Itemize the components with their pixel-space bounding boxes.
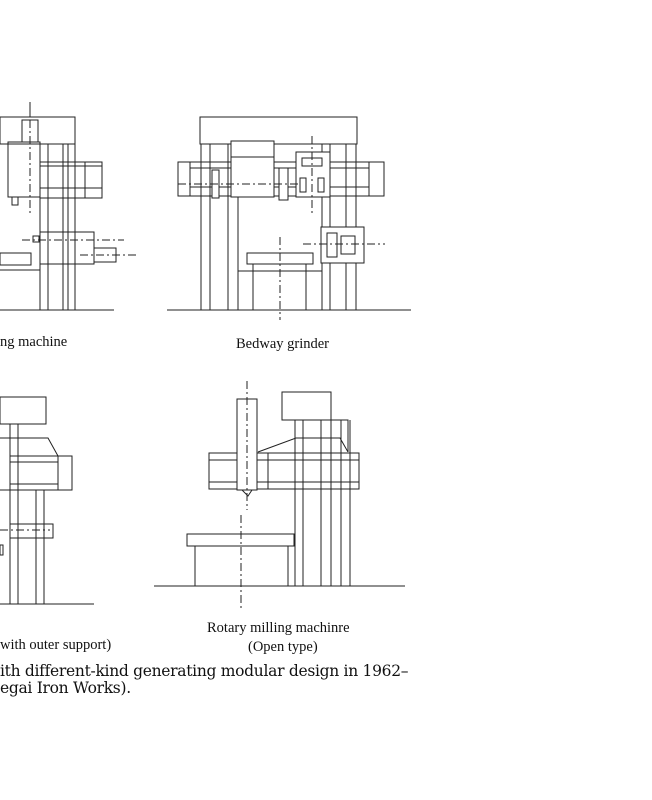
drawing-bedway-grinder bbox=[167, 116, 411, 320]
caption-line-2: egai Iron Works). bbox=[0, 679, 131, 697]
caption-line-1: ith different-kind generating modular de… bbox=[0, 662, 409, 680]
label-rotary-milling: Rotary milling machinre bbox=[207, 620, 350, 636]
drawing-rotary-milling bbox=[154, 381, 405, 608]
label-open-type: (Open type) bbox=[248, 639, 318, 655]
label-outer-support: with outer support) bbox=[0, 637, 112, 653]
figure-caption: ith different-kind generating modular de… bbox=[0, 662, 409, 697]
label-bedway-grinder: Bedway grinder bbox=[236, 336, 330, 352]
drawing-outer-support bbox=[0, 396, 94, 605]
label-planing-machine: ng machine bbox=[0, 334, 68, 350]
drawing-planing-machine bbox=[0, 102, 137, 311]
